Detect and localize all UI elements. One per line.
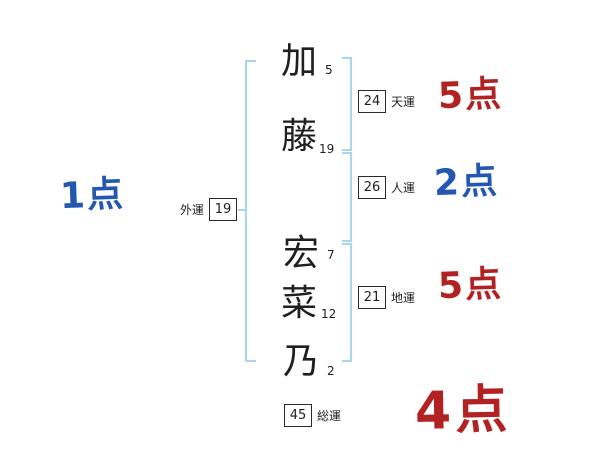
name-char-2-strokes: 19 — [319, 142, 335, 156]
name-char-1: 加 — [281, 41, 318, 82]
earth-luck-label: 地運 — [391, 291, 416, 305]
name-char-1-strokes: 5 — [325, 63, 333, 77]
name-char-4-strokes: 12 — [321, 307, 337, 321]
earth-luck-unit: 21 地運 — [358, 286, 415, 309]
total-luck-value-box: 45 — [284, 404, 312, 427]
outer-bracket-connector — [238, 209, 245, 211]
heaven-luck-score: 5点 — [437, 73, 504, 118]
total-luck-score: 4点 — [414, 380, 512, 442]
earth-luck-score: 5点 — [437, 263, 504, 308]
person-luck-bracket — [342, 152, 352, 242]
name-char-3: 宏 — [283, 233, 320, 274]
heaven-luck-unit: 24 天運 — [358, 90, 415, 113]
outer-luck-score: 1点 — [59, 173, 126, 218]
person-luck-value-box: 26 — [358, 176, 386, 199]
outer-luck-value-box: 19 — [209, 198, 238, 221]
name-char-3-strokes: 7 — [327, 248, 335, 262]
name-char-4: 菜 — [281, 283, 318, 324]
heaven-luck-bracket — [342, 57, 352, 151]
heaven-luck-label: 天運 — [391, 95, 416, 109]
total-luck-unit: 45 総運 — [284, 404, 341, 427]
name-char-5-strokes: 2 — [327, 364, 335, 378]
outer-luck-label: 外運 — [180, 203, 205, 217]
name-char-5: 乃 — [283, 341, 320, 382]
person-luck-unit: 26 人運 — [358, 176, 415, 199]
person-luck-label: 人運 — [391, 181, 416, 195]
full-name-bracket — [245, 60, 256, 362]
earth-luck-bracket — [342, 243, 352, 362]
person-luck-score: 2点 — [433, 160, 500, 205]
outer-luck-unit: 外運 19 — [180, 198, 238, 221]
earth-luck-value-box: 21 — [358, 286, 386, 309]
total-luck-label: 総運 — [317, 409, 342, 423]
heaven-luck-value-box: 24 — [358, 90, 386, 113]
name-char-2: 藤 — [281, 116, 318, 157]
